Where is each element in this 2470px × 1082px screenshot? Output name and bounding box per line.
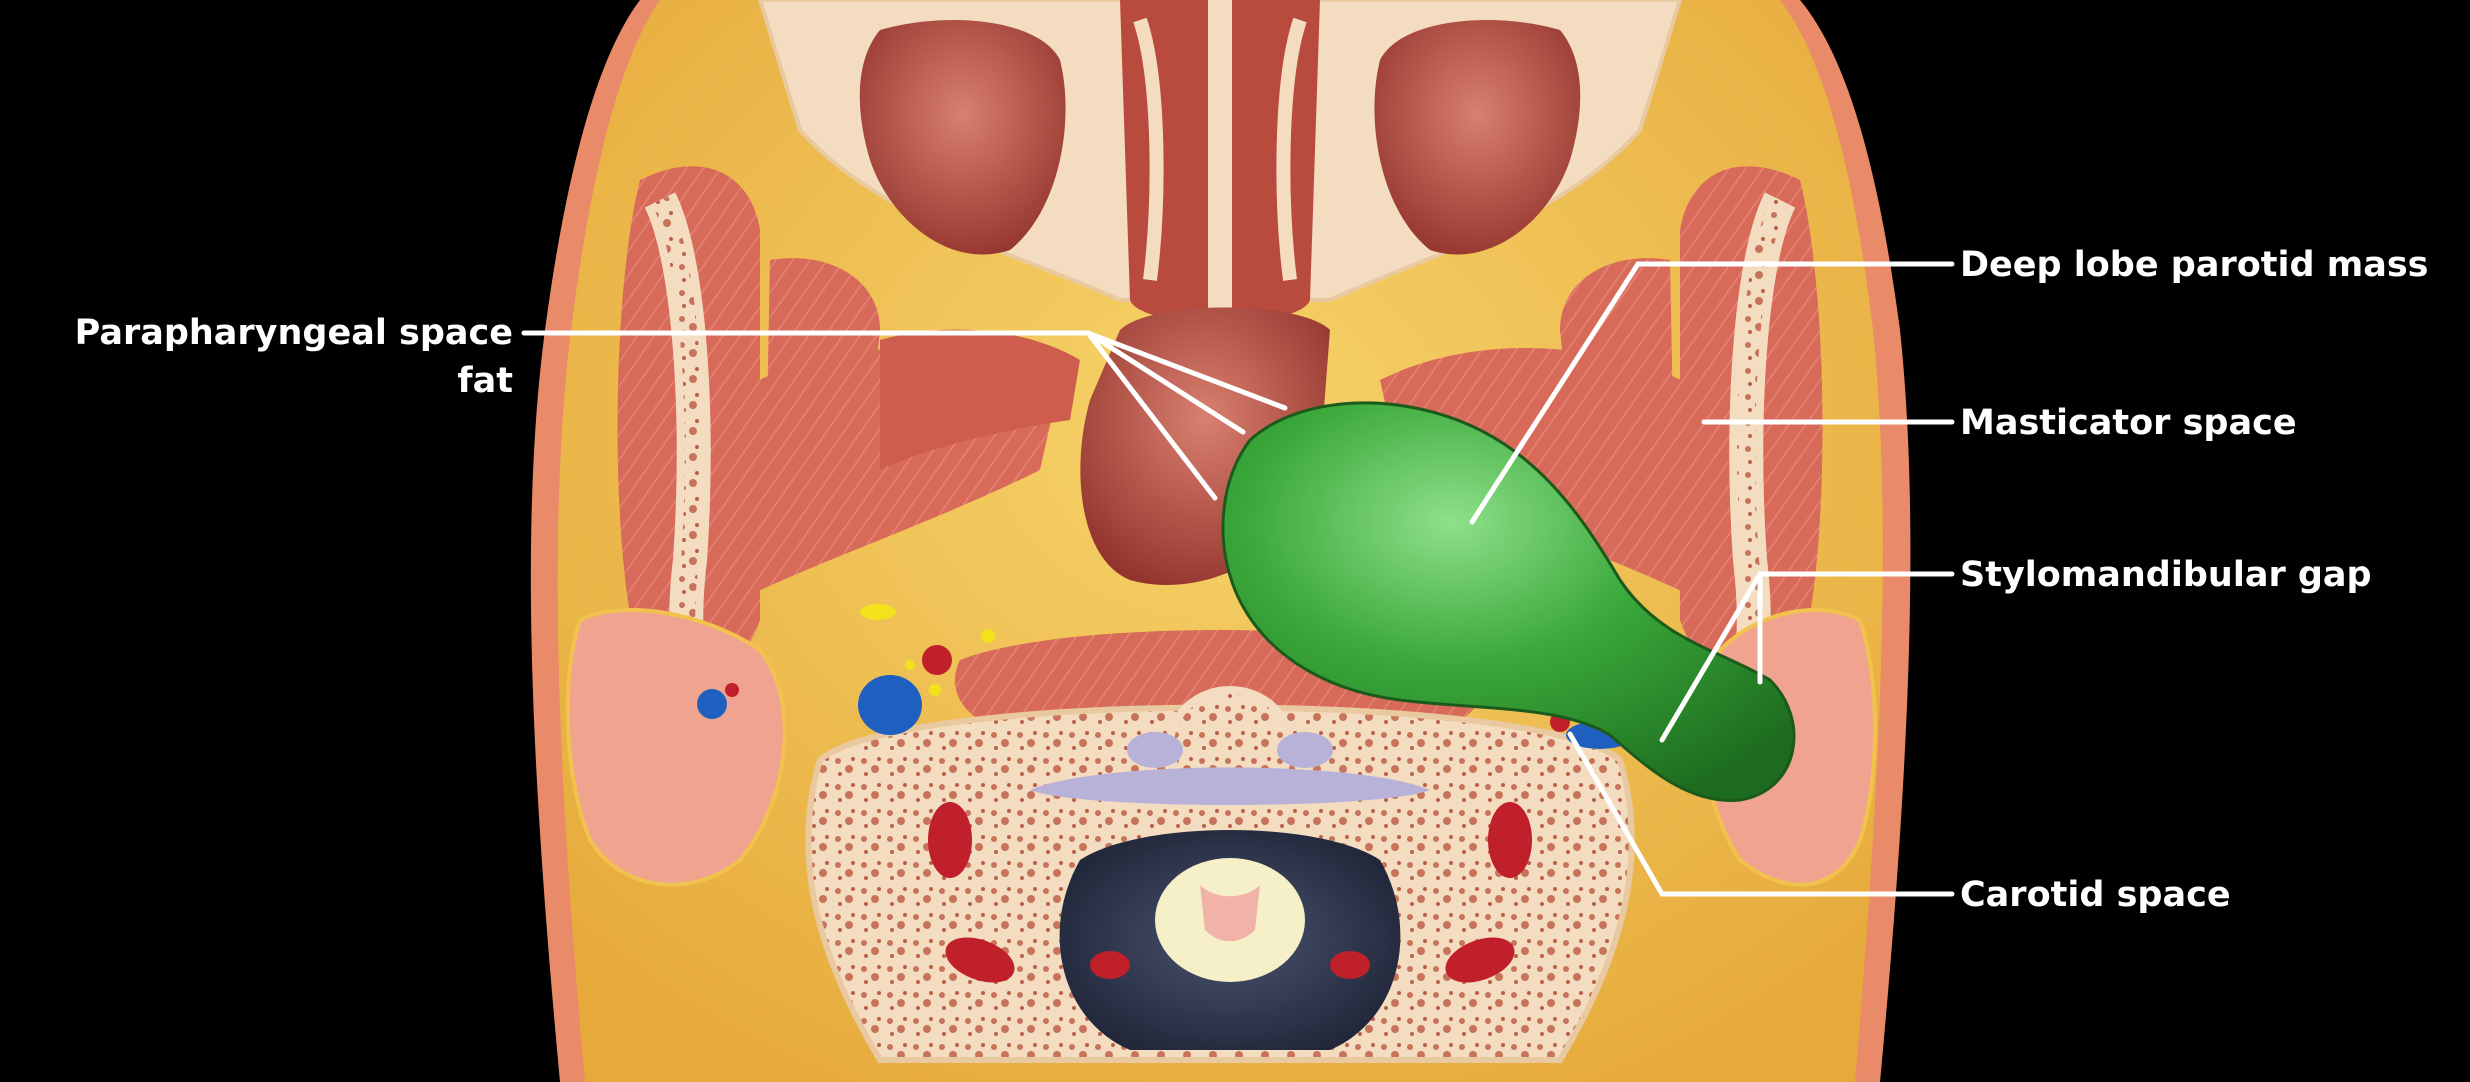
label-stylomandibular-gap: Stylomandibular gap — [1960, 555, 2372, 595]
left-carotid-vessels — [697, 604, 995, 735]
label-masticator-space: Masticator space — [1960, 403, 2297, 443]
right-maxillary-sinus — [1374, 20, 1581, 255]
label-carotid-space: Carotid space — [1960, 875, 2231, 915]
left-maxillary-sinus — [859, 20, 1066, 255]
leader-lines — [521, 261, 1955, 897]
maxilla — [757, 0, 1683, 323]
right-muscles — [1380, 166, 1823, 788]
parapharyngeal-leader-3 — [1085, 330, 1218, 501]
label-parapharyngeal-line2: fat — [457, 361, 513, 401]
parotid-mass — [1221, 401, 1796, 802]
label-deep-lobe-parotid-mass: Deep lobe parotid mass — [1960, 245, 2428, 285]
carotid-leader — [1567, 731, 1955, 897]
label-parapharyngeal-line1: Parapharyngeal space — [75, 313, 513, 353]
left-parotid-gland — [565, 608, 787, 887]
deep-lobe-leader — [1469, 261, 1955, 525]
vertebra — [805, 686, 1635, 1063]
parapharyngeal-leader-2 — [1085, 330, 1246, 435]
